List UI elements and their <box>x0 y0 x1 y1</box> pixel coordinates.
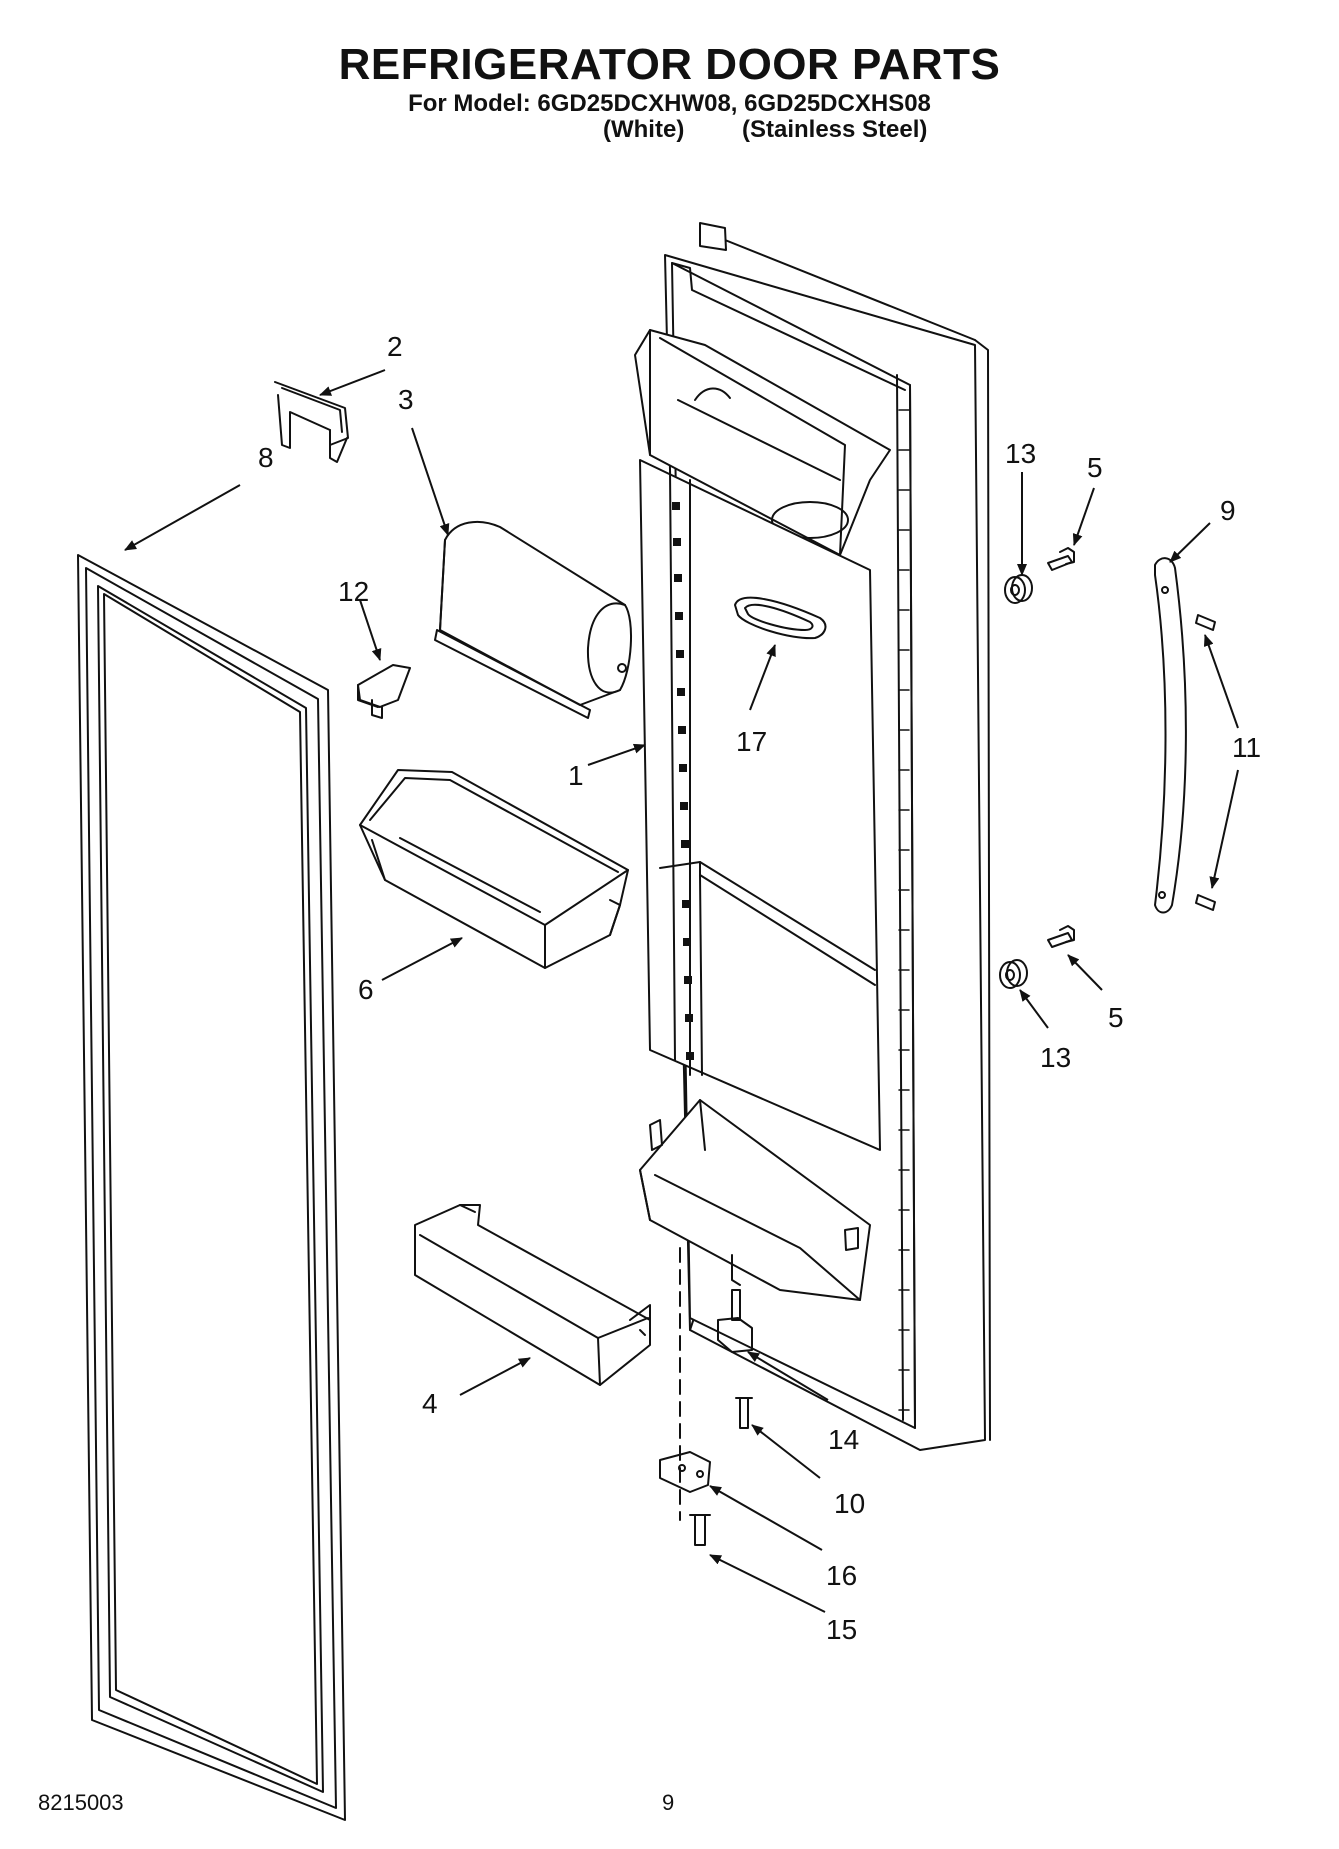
callout-3: 3 <box>398 384 414 415</box>
callout-12: 12 <box>338 576 370 607</box>
leader-3 <box>411 427 450 536</box>
leader-17 <box>749 644 776 711</box>
leader-1 <box>587 743 646 766</box>
bracket-part <box>274 381 349 463</box>
page-number: 9 <box>662 1790 675 1815</box>
dispenser-cover-part <box>434 520 633 719</box>
page-title: REFRIGERATOR DOOR PARTS <box>338 40 1001 89</box>
leader-9 <box>1169 522 1211 563</box>
leader-2 <box>319 369 386 396</box>
hinge-pin-part <box>717 1289 753 1353</box>
set-screw-parts <box>1195 614 1216 911</box>
callout-16: 16 <box>826 1560 858 1591</box>
hinge-bracket-part <box>659 1451 711 1493</box>
callout-14: 14 <box>828 1424 860 1455</box>
bracket-screw-part <box>689 1514 711 1546</box>
callout-9: 9 <box>1220 495 1236 526</box>
handle-screw-parts <box>1047 547 1075 948</box>
leader-15 <box>709 1554 826 1613</box>
leader-16 <box>709 1485 823 1551</box>
leader-8 <box>124 484 241 551</box>
leader-10 <box>751 1424 821 1479</box>
leader-5b <box>1067 954 1103 991</box>
callout-13a: 13 <box>1005 438 1037 469</box>
leader-13b <box>1019 989 1049 1029</box>
callout-5b: 5 <box>1108 1002 1124 1033</box>
variant-stainless-label: (Stainless Steel) <box>742 116 928 143</box>
door-handle-part <box>1154 557 1187 914</box>
door-gasket-part <box>77 554 346 1821</box>
leader-12 <box>359 599 382 661</box>
callout-1: 1 <box>568 760 584 791</box>
document-number: 8215003 <box>38 1790 124 1815</box>
callout-11: 11 <box>1232 732 1262 763</box>
clip-part <box>357 664 411 719</box>
hinge-screw-part <box>735 1397 753 1429</box>
callout-2: 2 <box>387 331 403 362</box>
leader-6 <box>381 937 463 981</box>
callout-15: 15 <box>826 1614 858 1645</box>
leader-11b <box>1209 769 1239 889</box>
callout-13b: 13 <box>1040 1042 1072 1073</box>
leader-11a <box>1203 634 1239 729</box>
leader-4 <box>459 1357 531 1396</box>
hinge-locator-line <box>731 1254 741 1286</box>
door-rail-holes <box>672 502 694 1060</box>
lower-door-shelf-part <box>414 1204 651 1386</box>
callout-4: 4 <box>422 1388 438 1419</box>
variant-white-label: (White) <box>603 116 685 143</box>
oval-trim-part <box>734 596 827 640</box>
leader-5a <box>1072 487 1095 546</box>
callout-6: 6 <box>358 974 374 1005</box>
callout-10: 10 <box>834 1488 866 1519</box>
leader-14 <box>747 1351 829 1401</box>
callout-8: 8 <box>258 442 274 473</box>
model-subtitle: For Model: 6GD25DCXHW08, 6GD25DCXHS08 <box>408 90 931 117</box>
spacer-parts <box>999 574 1033 989</box>
callout-5a: 5 <box>1087 452 1103 483</box>
door-liner-part <box>634 222 991 1451</box>
door-bin-part <box>359 769 629 969</box>
callout-17: 17 <box>736 726 768 757</box>
